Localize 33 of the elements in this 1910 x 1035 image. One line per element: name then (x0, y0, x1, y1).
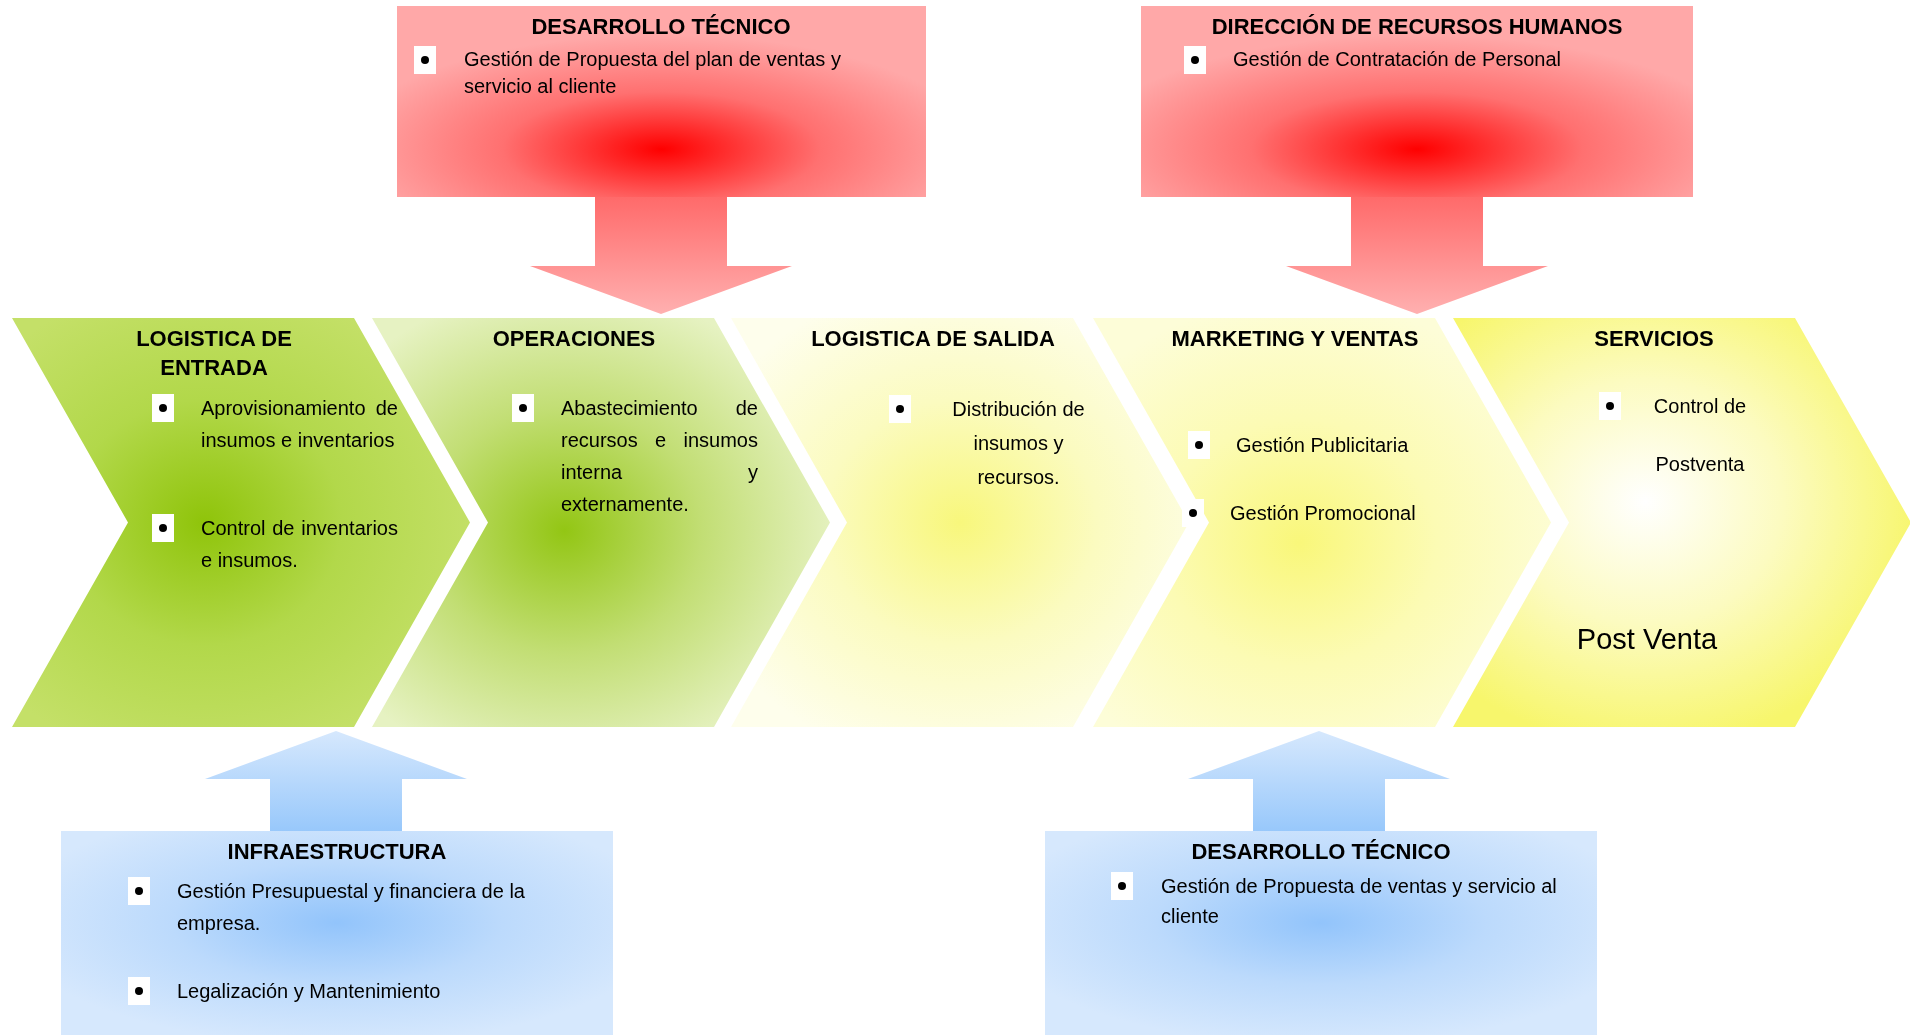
stage-title: LOGISTICA DE ENTRADA (135, 325, 293, 382)
stage-title: MARKETING Y VENTAS (1170, 325, 1420, 353)
bullet-text: Gestión de Propuesta de ventas y servicio al cliente (1161, 874, 1558, 929)
block-arrow (205, 731, 467, 831)
block-arrow (530, 197, 792, 314)
chevron-stage (1453, 318, 1910, 727)
bullet-text: Control de Postventa (1652, 394, 1748, 477)
activity-box (61, 831, 613, 1035)
block-arrow (1286, 197, 1548, 314)
chevron-stage (1093, 318, 1551, 727)
bullet-text: Gestión Presupuestal y financiera de la empresa. (177, 879, 526, 936)
stage-title: DIRECCIÓN DE RECURSOS HUMANOS (1210, 13, 1624, 41)
bullet-text: Gestión de Propuesta del plan de ventas y servicio al cliente (464, 47, 842, 99)
bullet-text: Gestión de Contratación de Personal (1233, 47, 1562, 72)
bullet-text: Aprovisionamiento de insumos e inventarios (201, 396, 398, 453)
stage-title: INFRAESTRUCTURA (226, 838, 448, 866)
stage-title: DESARROLLO TÉCNICO (530, 13, 792, 41)
stage-title: OPERACIONES (491, 325, 657, 353)
activity-box (1141, 6, 1693, 197)
bullet-text: Legalización y Mantenimiento (177, 979, 442, 1004)
stage-title: DESARROLLO TÉCNICO (1190, 838, 1452, 866)
bullet-text: Gestión Publicitaria (1236, 433, 1410, 458)
bullet-text: Control de inventarios e insumos. (201, 516, 398, 573)
bullet-text: Gestión Promocional (1230, 501, 1417, 526)
activity-box (1045, 831, 1597, 1035)
stage-title: SERVICIOS (1593, 325, 1715, 353)
chevron-stage (12, 318, 470, 727)
activity-box (397, 6, 926, 197)
bullet-text: Abastecimiento de recursos e insumos interna y externamente. (561, 396, 758, 517)
stage-label: Post Venta (1575, 623, 1719, 656)
block-arrow (1188, 731, 1450, 831)
stage-title: LOGISTICA DE SALIDA (810, 325, 1056, 353)
bullet-text: Distribución de insumos y recursos. (951, 397, 1086, 490)
